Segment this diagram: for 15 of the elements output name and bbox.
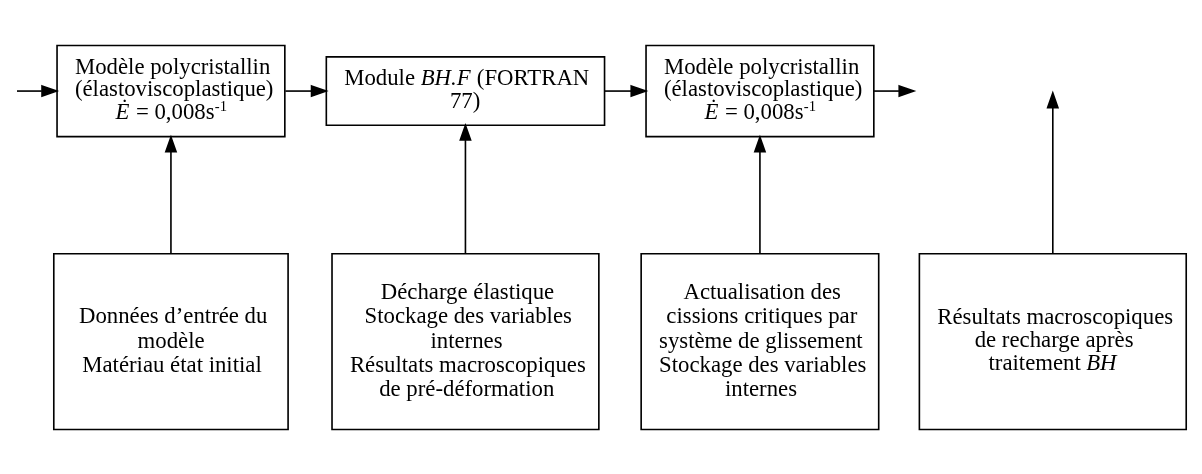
arrow bbox=[873, 84, 917, 97]
arrow bbox=[603, 84, 649, 97]
node-box: Actualisation des cissions critiques par système de glissement Stockage des variables internes bbox=[640, 252, 880, 430]
arrow bbox=[1046, 90, 1060, 254]
node-box: Modèle polycristallin (élastoviscoplastique) Ė = 0,008s$^{-1}$ bbox=[56, 44, 286, 137]
arrow bbox=[753, 134, 767, 254]
node-box: Modèle polycristallin (élastoviscoplastique) Ė = 0,008s$^{-1}$ bbox=[645, 44, 875, 137]
arrow bbox=[164, 134, 178, 254]
node-box: Module BH.F (FORTRAN 77) bbox=[325, 55, 606, 126]
arrow bbox=[459, 122, 472, 254]
node-box: Données d’entrée du modèle Matériau état initial bbox=[52, 252, 289, 430]
arrow bbox=[16, 84, 60, 97]
node-box: Décharge élastique Stockage des variables internes Résultats macroscopiques de pré-déformation bbox=[331, 252, 600, 430]
node-box: Résultats macroscopiques de recharge après traitement BH bbox=[918, 252, 1188, 430]
arrow bbox=[284, 84, 329, 97]
